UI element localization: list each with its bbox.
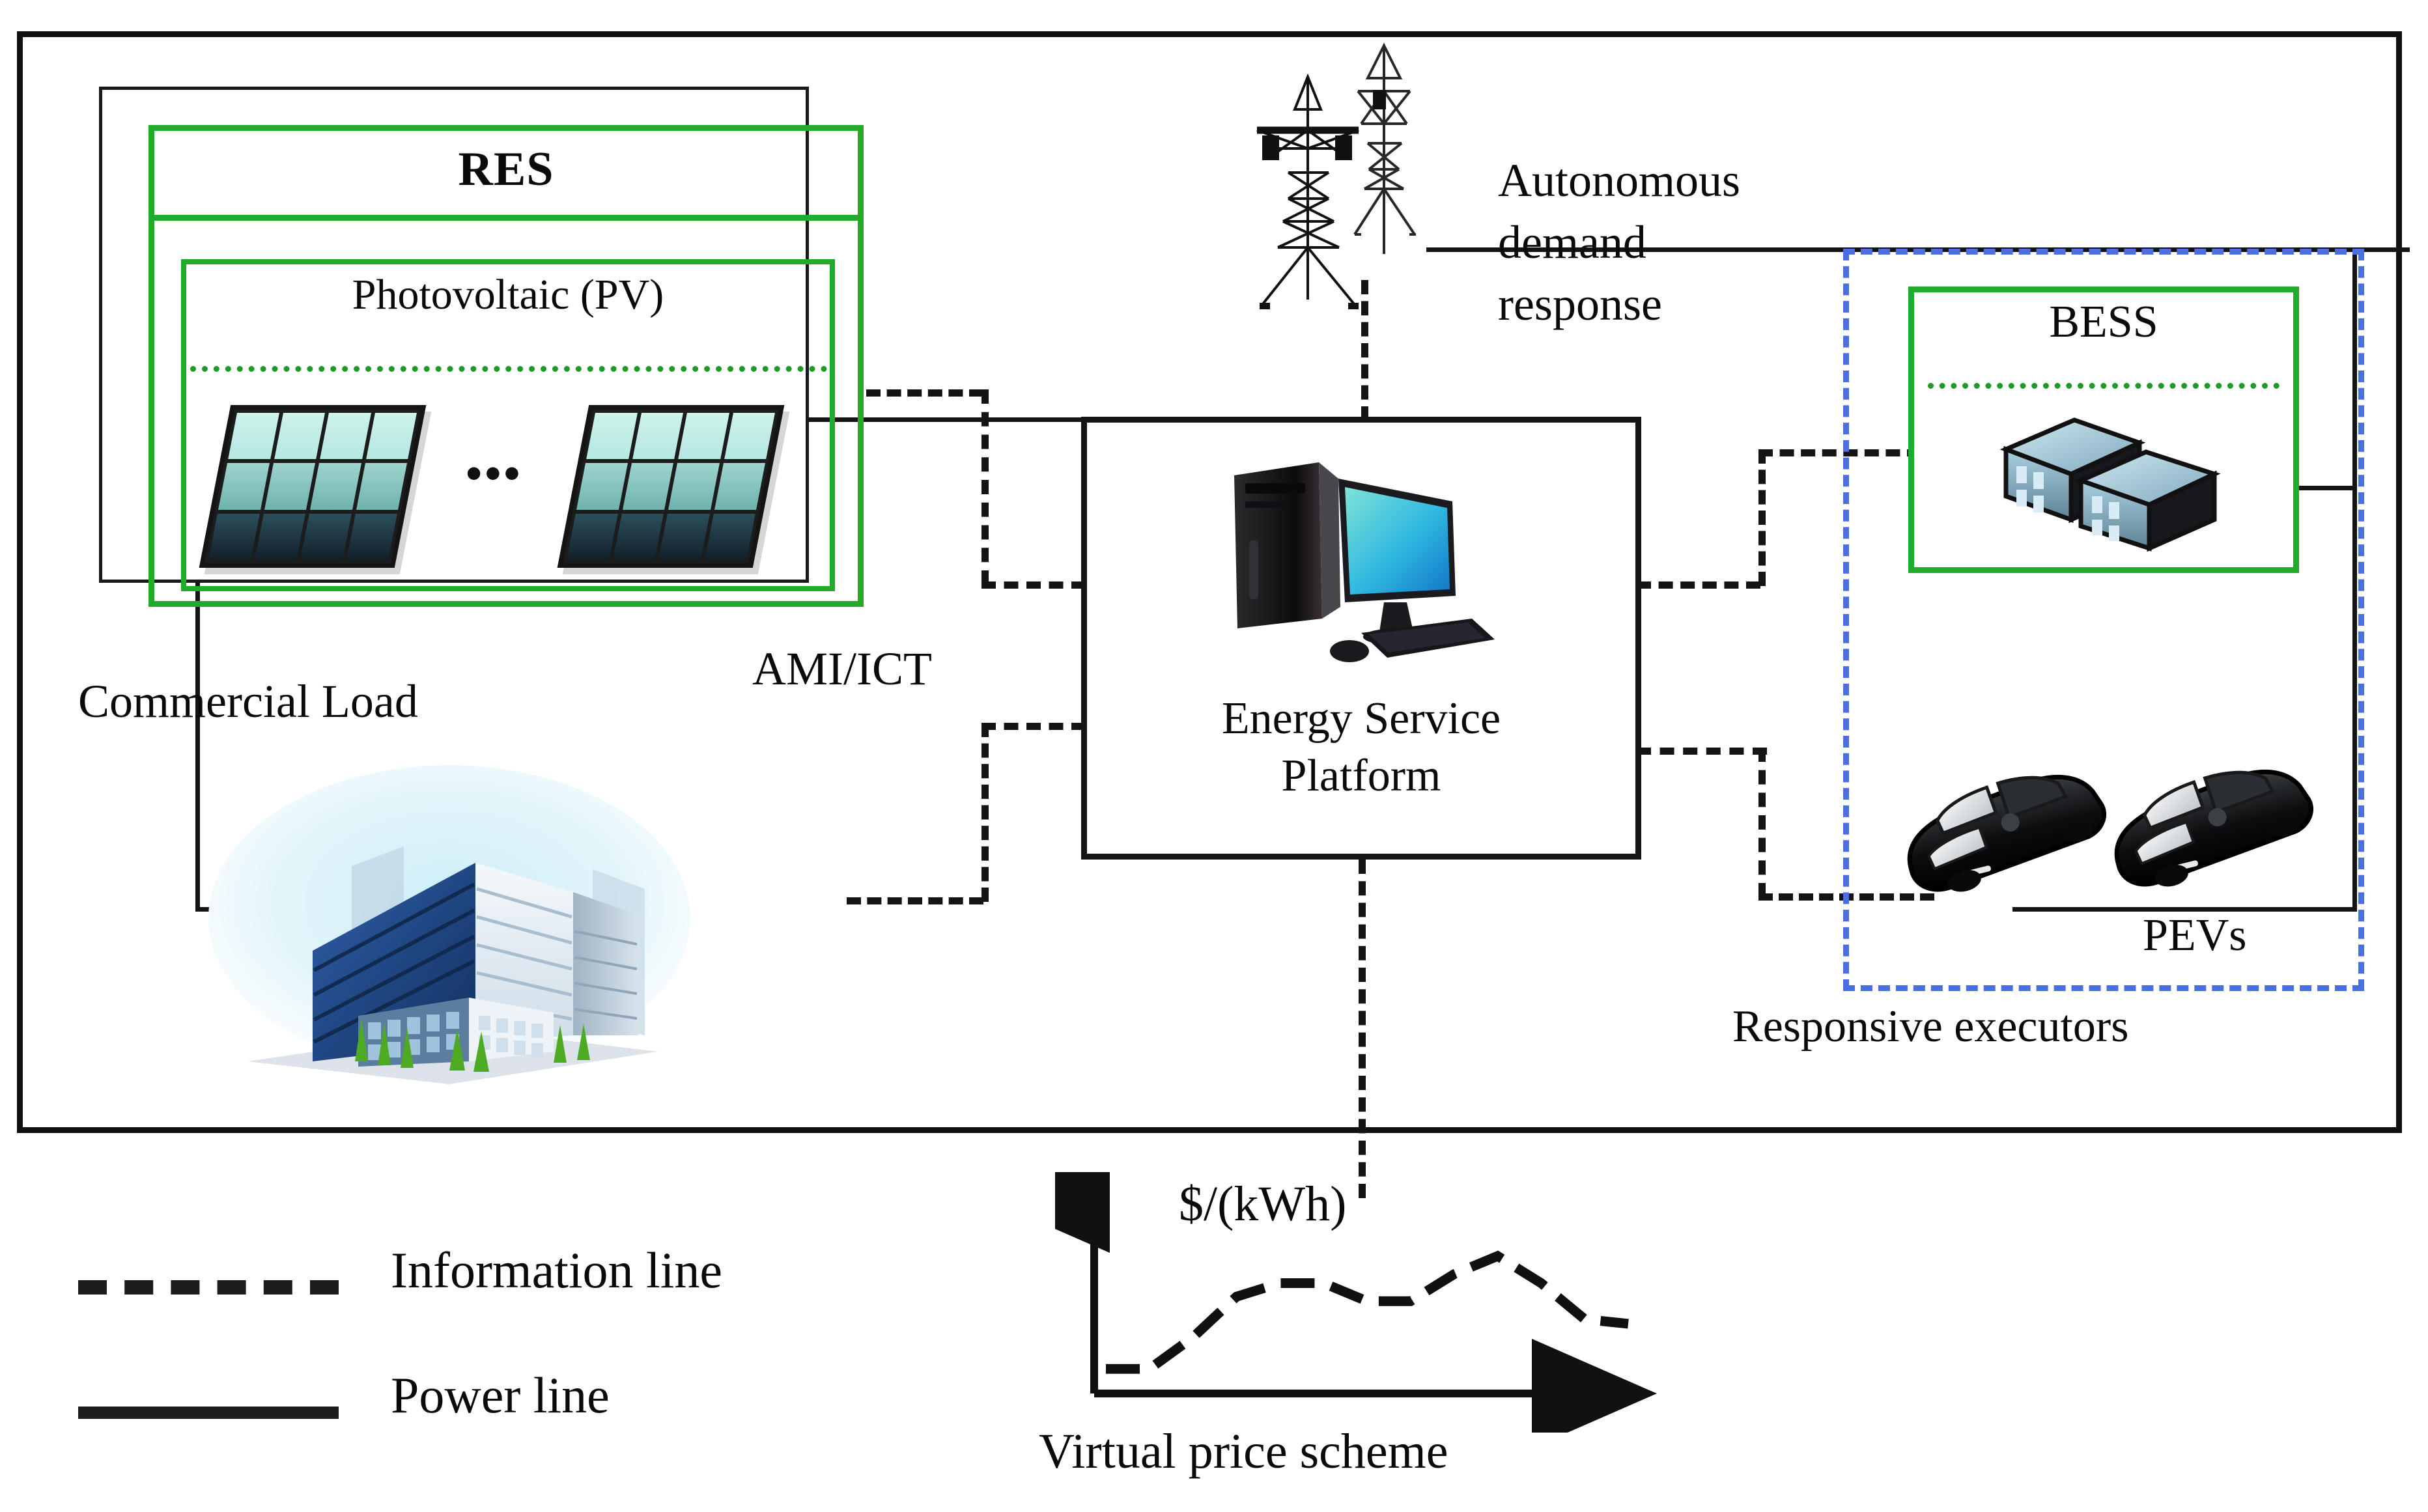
commercial-load-label: Commercial Load [78, 675, 418, 727]
power-line-right-bus [2352, 247, 2357, 912]
ami-ict-label: AMI/ICT [752, 643, 932, 695]
legend-power-line-label: Power line [391, 1367, 610, 1423]
autonomous-demand-response-label: Autonomous demand response [1498, 150, 1740, 335]
pevs-label: PEVs [2143, 910, 2247, 960]
pv-ellipsis: ••• [466, 447, 523, 499]
adr-line3: response [1498, 278, 1662, 331]
info-line-pev-h1 [1637, 748, 1767, 755]
transmission-tower-icon [1231, 39, 1465, 391]
solar-panel-icon [557, 405, 785, 568]
info-line-bess-h1 [1637, 581, 1760, 589]
bess-title: BESS [2049, 297, 2158, 347]
responsive-executors-label: Responsive executors [1732, 1001, 2129, 1052]
pv-green-box[interactable] [181, 259, 835, 591]
info-line-load-h1 [847, 897, 983, 904]
energy-service-platform-label: Energy Service Platform [1081, 690, 1641, 804]
office-building-icon [189, 755, 710, 1094]
solar-panel-icon [199, 405, 427, 568]
info-line-res-v [981, 389, 989, 585]
res-title: RES [458, 143, 554, 196]
res-green-box[interactable] [148, 125, 864, 607]
system-boundary-frame [17, 31, 2402, 1133]
info-line-pev-v [1758, 748, 1766, 897]
desktop-computer-icon [1198, 456, 1524, 690]
info-line-load-h2 [981, 723, 1086, 730]
virtual-price-chart [985, 1143, 1732, 1498]
info-line-tower-platform [1361, 280, 1368, 421]
info-line-bess-h2 [1758, 449, 1921, 456]
legend-power-line-swatch [78, 1407, 339, 1419]
battery-storage-icon [1993, 404, 2227, 553]
adr-line2: demand [1498, 216, 1646, 269]
pev-cars-group [1882, 736, 2338, 925]
energy-service-platform-box[interactable] [1081, 417, 1641, 860]
power-line-pevs [2012, 907, 2356, 912]
legend: Information line Power line [78, 1218, 990, 1439]
info-line-load-v [981, 723, 989, 902]
info-line-res-h2 [981, 581, 1086, 589]
res-header-divider [148, 215, 864, 221]
adr-line1: Autonomous [1498, 154, 1741, 206]
info-line-bess-v [1758, 449, 1766, 586]
platform-label-line1: Energy Service [1221, 693, 1501, 744]
power-line-to-tower-left [790, 417, 1246, 422]
responsive-executors-box[interactable] [1843, 249, 2364, 991]
legend-information-line-label: Information line [391, 1242, 723, 1298]
info-line-platform-price [1359, 860, 1366, 1198]
legend-information-line-swatch [78, 1280, 339, 1295]
pv-title: Photovoltaic (PV) [352, 271, 664, 318]
info-line-res-h1 [866, 389, 983, 397]
price-chart-title: $/(kWh) [1179, 1177, 1347, 1231]
platform-label-line2: Platform [1281, 750, 1441, 801]
bess-dotted-divider [1928, 383, 2280, 389]
price-chart-caption: Virtual price scheme [1039, 1424, 1448, 1479]
pv-dotted-divider [190, 366, 827, 372]
